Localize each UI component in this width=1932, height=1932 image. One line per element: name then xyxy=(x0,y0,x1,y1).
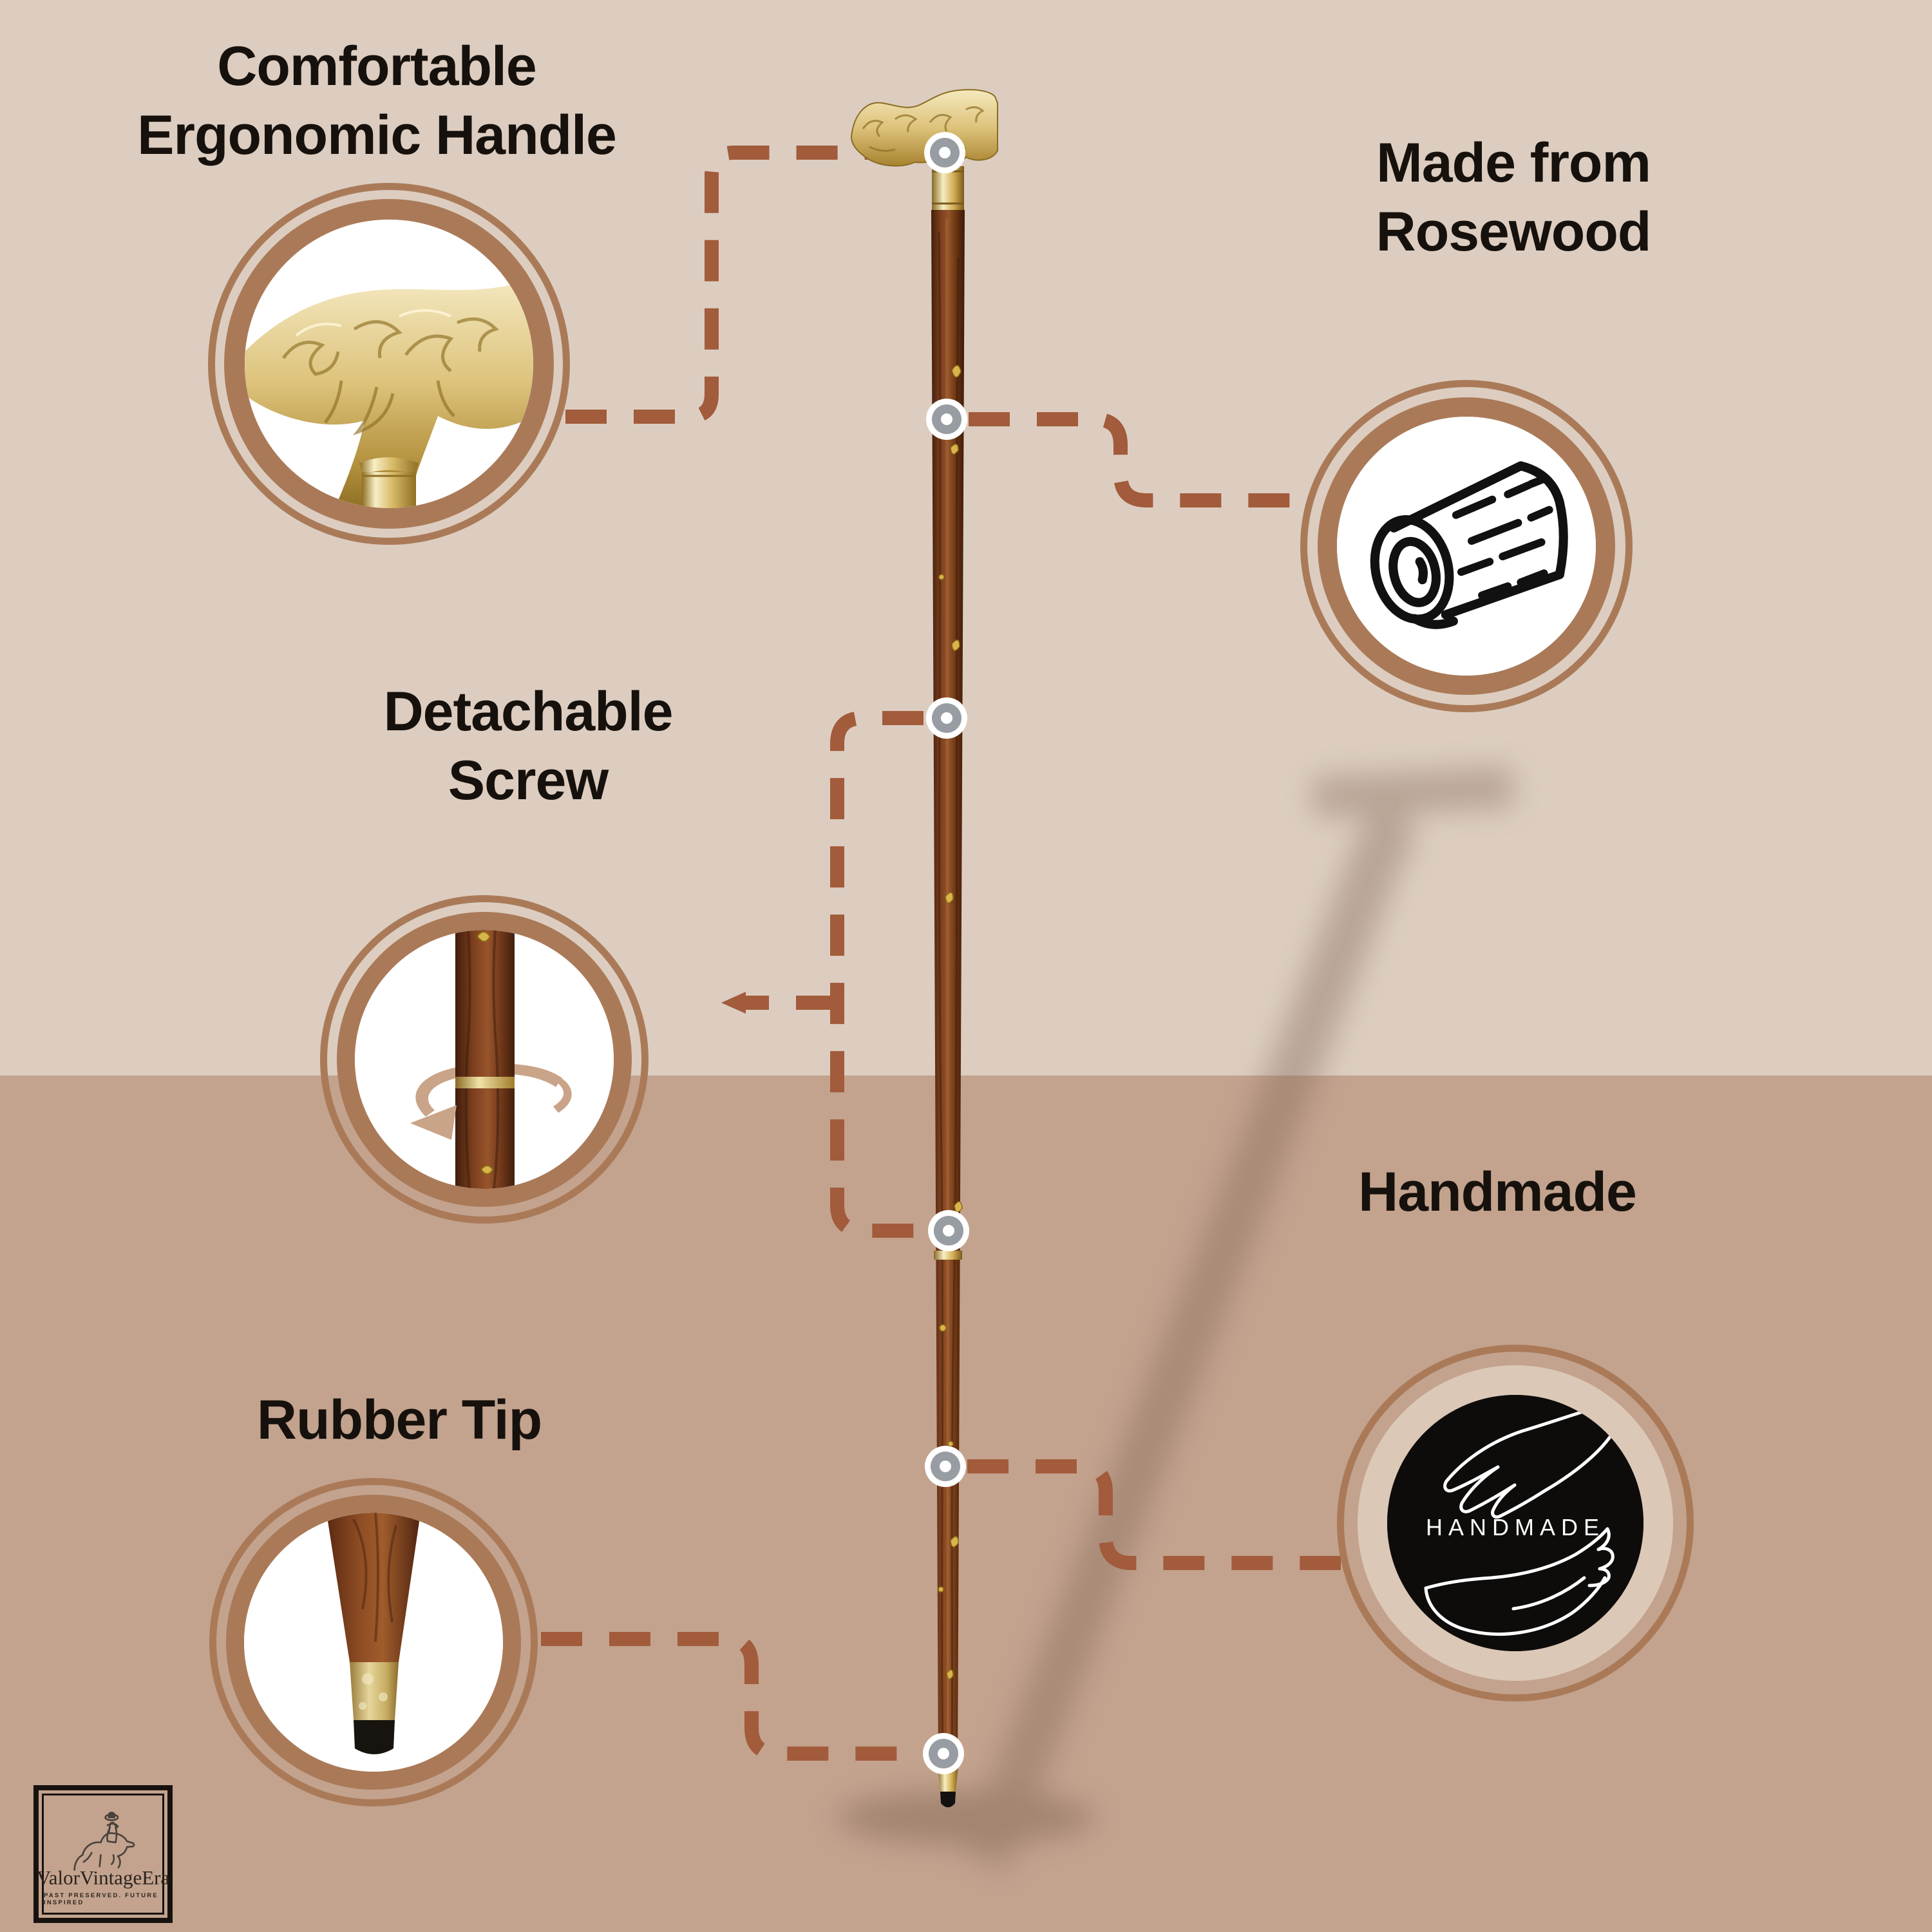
joint-marker-handmade xyxy=(925,1446,966,1487)
callout-circle-handmade: HANDMADE xyxy=(1337,1345,1694,1701)
callout-label-rubber: Rubber Tip xyxy=(256,1389,542,1451)
callout-circle-screw xyxy=(320,895,649,1224)
joint-marker-rosewood xyxy=(926,399,967,440)
joint-marker-screw-bottom xyxy=(928,1210,969,1251)
brand-logo-frame: ValorVintageEra PAST PRESERVED. FUTURE I… xyxy=(37,1794,169,1915)
hands-icon: HANDMADE xyxy=(1387,1395,1643,1651)
brand-logo: ValorVintageEra PAST PRESERVED. FUTURE I… xyxy=(33,1785,173,1923)
horse-rider-icon xyxy=(73,1812,135,1871)
brand-tagline: PAST PRESERVED. FUTURE INSPIRED xyxy=(44,1892,158,1906)
joint-marker-handle xyxy=(924,132,965,173)
callout-circle-rosewood xyxy=(1300,380,1633,712)
brass-handle-photo xyxy=(245,220,533,508)
callout-label-handle: Comfortable Ergonomic Handle xyxy=(137,35,617,166)
callout-label-handmade: Handmade xyxy=(1358,1161,1637,1223)
log-icon xyxy=(1337,417,1596,676)
callout-label-screw: Detachable Screw xyxy=(383,681,674,811)
handmade-badge-text: HANDMADE xyxy=(1426,1514,1605,1540)
brand-name: ValorVintageEra xyxy=(36,1866,170,1889)
screw-joint-photo xyxy=(355,930,614,1189)
callout-circle-rubber xyxy=(209,1478,538,1806)
rubber-tip-photo xyxy=(244,1513,503,1772)
joint-marker-rubber xyxy=(923,1733,964,1774)
callout-label-rosewood: Made from Rosewood xyxy=(1376,132,1652,263)
joint-marker-screw-top xyxy=(926,697,967,739)
callout-circle-handle xyxy=(208,183,570,545)
